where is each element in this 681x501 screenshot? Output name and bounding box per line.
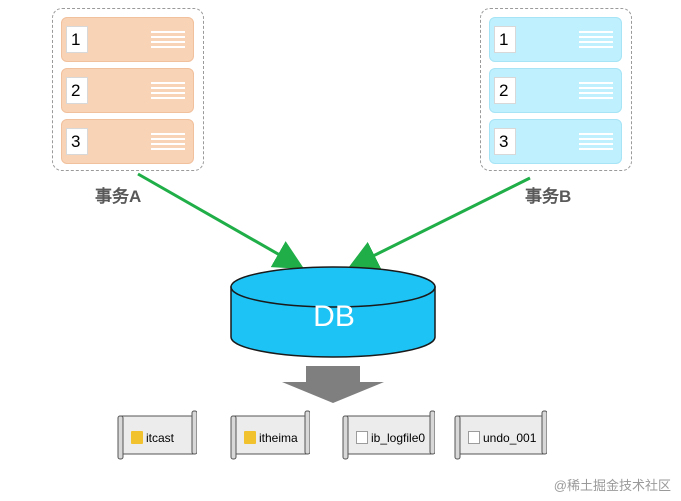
file-name: ib_logfile0 bbox=[371, 431, 426, 445]
file-name: undo_001 bbox=[483, 431, 537, 445]
file-scroll: ib_logfile0 bbox=[340, 410, 435, 462]
folder-icon bbox=[131, 431, 143, 444]
row-number: 3 bbox=[66, 128, 88, 155]
text-lines-icon bbox=[579, 31, 613, 51]
record-row: 3 bbox=[61, 119, 194, 164]
file-name: itcast bbox=[146, 431, 175, 445]
transaction-b-label: 事务B bbox=[525, 187, 572, 206]
transaction-a-label: 事务A bbox=[95, 187, 142, 206]
arrow-b-to-db bbox=[347, 176, 531, 269]
scroll-icon bbox=[117, 410, 197, 460]
transaction-a-group: 1 2 3 bbox=[52, 8, 204, 171]
text-lines-icon bbox=[151, 82, 185, 102]
document-icon bbox=[468, 431, 480, 444]
folder-icon bbox=[244, 431, 256, 444]
scroll-icon bbox=[454, 410, 547, 460]
row-number: 1 bbox=[494, 26, 516, 53]
row-number: 2 bbox=[494, 77, 516, 104]
record-row: 3 bbox=[489, 119, 622, 164]
transaction-b-group: 1 2 3 bbox=[480, 8, 632, 171]
text-lines-icon bbox=[579, 82, 613, 102]
file-name: itheima bbox=[259, 431, 298, 445]
text-lines-icon bbox=[151, 31, 185, 51]
text-lines-icon bbox=[579, 133, 613, 153]
row-number: 1 bbox=[66, 26, 88, 53]
scroll-icon bbox=[342, 410, 435, 460]
db-label: DB bbox=[313, 300, 355, 333]
watermark: @稀土掘金技术社区 bbox=[553, 478, 671, 493]
record-row: 2 bbox=[489, 68, 622, 113]
record-row: 1 bbox=[489, 17, 622, 62]
down-arrow-icon bbox=[282, 366, 384, 403]
text-lines-icon bbox=[151, 133, 185, 153]
row-number: 2 bbox=[66, 77, 88, 104]
arrow-a-to-db bbox=[137, 172, 305, 269]
db-cylinder bbox=[230, 266, 436, 358]
record-row: 1 bbox=[61, 17, 194, 62]
file-scroll: itheima bbox=[228, 410, 310, 462]
document-icon bbox=[356, 431, 368, 444]
file-scroll: undo_001 bbox=[452, 410, 547, 462]
row-number: 3 bbox=[494, 128, 516, 155]
scroll-icon bbox=[230, 410, 310, 460]
record-row: 2 bbox=[61, 68, 194, 113]
file-scroll: itcast bbox=[115, 410, 197, 462]
